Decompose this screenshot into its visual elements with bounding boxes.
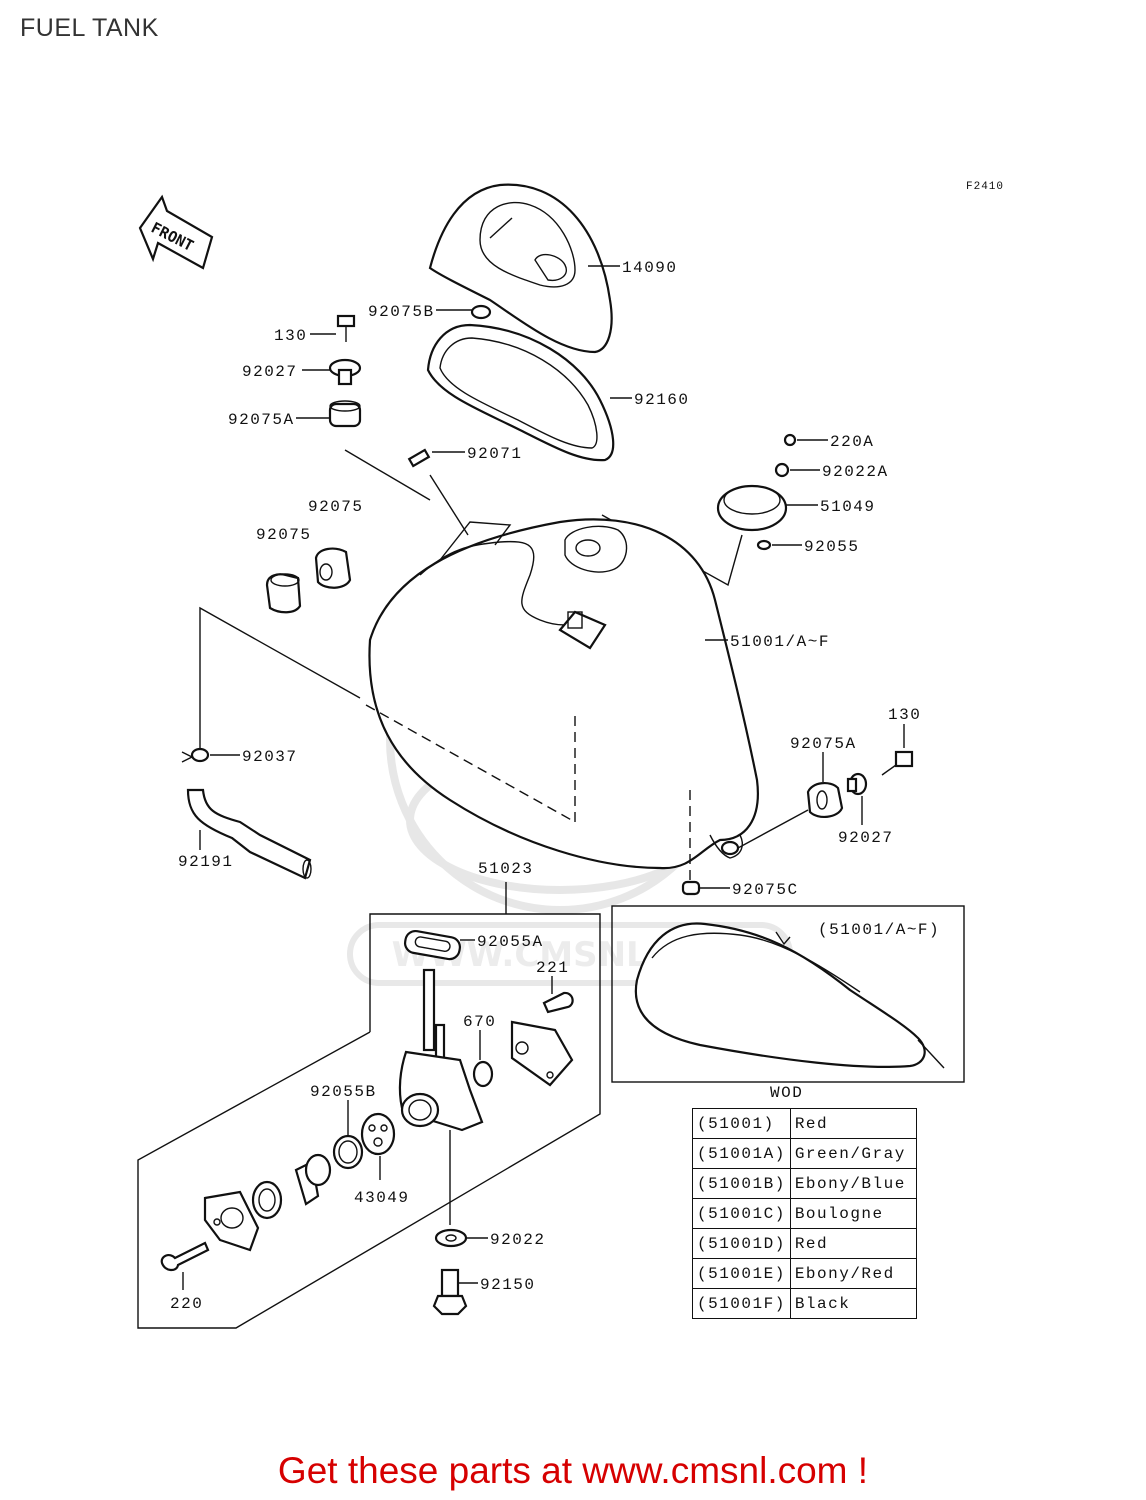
color-variant-table: (51001)Red (51001A)Green/Gray (51001B)Eb… [692, 1108, 917, 1319]
table-row: (51001B)Ebony/Blue [692, 1168, 917, 1199]
table-row: (51001)Red [692, 1108, 917, 1139]
label-92075C: 92075C [732, 881, 799, 899]
front-arrow-icon: FRONT [138, 194, 214, 270]
label-51049: 51049 [820, 498, 876, 516]
grommet-92075C [681, 880, 730, 896]
grommet-92075B [436, 304, 492, 320]
diagram-code: F2410 [966, 181, 1004, 193]
footer-promo-link[interactable]: Get these parts at www.cmsnl.com ! [277, 1450, 869, 1491]
variant-color: Red [789, 1228, 917, 1259]
label-130-top: 130 [274, 327, 307, 345]
variant-code: (51001B) [692, 1168, 791, 1199]
variant-color: Boulogne [789, 1198, 917, 1229]
label-43049: 43049 [354, 1189, 410, 1207]
screw-220A [783, 433, 828, 447]
o-ring-670 [472, 1030, 494, 1088]
fuel-tank-51001 [365, 518, 759, 880]
plate-43049 [360, 1112, 396, 1180]
label-51023: 51023 [478, 860, 534, 878]
fuel-cock-lever [251, 1153, 332, 1220]
variant-code: (51001A) [692, 1138, 791, 1169]
fuel-cock-body [398, 968, 484, 1225]
o-ring-92055 [756, 539, 802, 551]
label-92027-right: 92027 [838, 829, 894, 847]
leader-92037-to-tank [199, 606, 361, 750]
label-92071: 92071 [467, 445, 523, 463]
pad-92160 [426, 323, 632, 462]
label-92075-a: 92075 [256, 526, 312, 544]
label-130-right: 130 [888, 706, 921, 724]
collar-92027-right [846, 772, 868, 825]
table-row: (51001F)Black [692, 1288, 917, 1319]
label-92022: 92022 [490, 1231, 546, 1249]
screw-220 [160, 1241, 210, 1290]
label-92075B: 92075B [368, 303, 435, 321]
inset-label: (51001/A~F) [818, 921, 940, 939]
variant-code: (51001) [692, 1108, 791, 1139]
damper-92075-a [265, 573, 302, 614]
page-title: FUEL TANK [20, 14, 159, 42]
bolt-130-right [881, 724, 914, 776]
clip-92071 [407, 448, 469, 536]
label-92075-b: 92075 [308, 498, 364, 516]
table-row: (51001E)Ebony/Red [692, 1258, 917, 1289]
label-92037: 92037 [242, 748, 298, 766]
collar-92027-top [302, 358, 362, 386]
label-51001: 51001/A~F [730, 633, 830, 651]
label-221: 221 [536, 959, 569, 977]
label-670: 670 [463, 1013, 496, 1031]
variant-color: Ebony/Red [789, 1258, 917, 1289]
damper-92075A-right [737, 752, 844, 849]
cover-plate [203, 1190, 260, 1252]
damper-92075-b [314, 547, 352, 589]
variant-code: (51001E) [692, 1258, 791, 1289]
table-row: (51001D)Red [692, 1228, 917, 1259]
hose-92191 [186, 788, 312, 880]
variant-code: (51001C) [692, 1198, 791, 1229]
fuel-cock-assembly-frame-51023 [137, 882, 601, 1329]
label-92022A: 92022A [822, 463, 889, 481]
o-ring-92055B [332, 1100, 364, 1170]
wod-label: WOD [770, 1084, 803, 1102]
cover-14090 [428, 183, 620, 354]
clamp-92037 [181, 747, 240, 763]
label-220A: 220A [830, 433, 874, 451]
label-92027-top: 92027 [242, 363, 298, 381]
label-92191: 92191 [178, 853, 234, 871]
label-92075A-right: 92075A [790, 735, 857, 753]
variant-code: (51001D) [692, 1228, 791, 1259]
washer-92022 [434, 1228, 488, 1248]
variant-color: Black [789, 1288, 917, 1319]
gasket-92055A [403, 929, 475, 961]
label-92160: 92160 [634, 391, 690, 409]
label-92055A: 92055A [477, 933, 544, 951]
variant-code: (51001F) [692, 1288, 791, 1319]
label-220: 220 [170, 1295, 203, 1313]
washer-92022A [774, 462, 820, 478]
label-14090: 14090 [622, 259, 678, 277]
label-92150: 92150 [480, 1276, 536, 1294]
label-92055: 92055 [804, 538, 860, 556]
variant-color: Ebony/Blue [789, 1168, 917, 1199]
damper-92075A-left [296, 400, 431, 501]
table-row: (51001A)Green/Gray [692, 1138, 917, 1169]
screw-221 [542, 976, 574, 1014]
diaphragm-cover [510, 1020, 574, 1087]
label-92055B: 92055B [310, 1083, 377, 1101]
variant-color: Red [789, 1108, 917, 1139]
bolt-130-top [310, 314, 356, 342]
bolt-92150 [432, 1268, 478, 1316]
table-row: (51001C)Boulogne [692, 1198, 917, 1229]
label-92075A-left: 92075A [228, 411, 295, 429]
inset-tank-stripe [611, 905, 965, 1083]
variant-color: Green/Gray [789, 1138, 917, 1169]
